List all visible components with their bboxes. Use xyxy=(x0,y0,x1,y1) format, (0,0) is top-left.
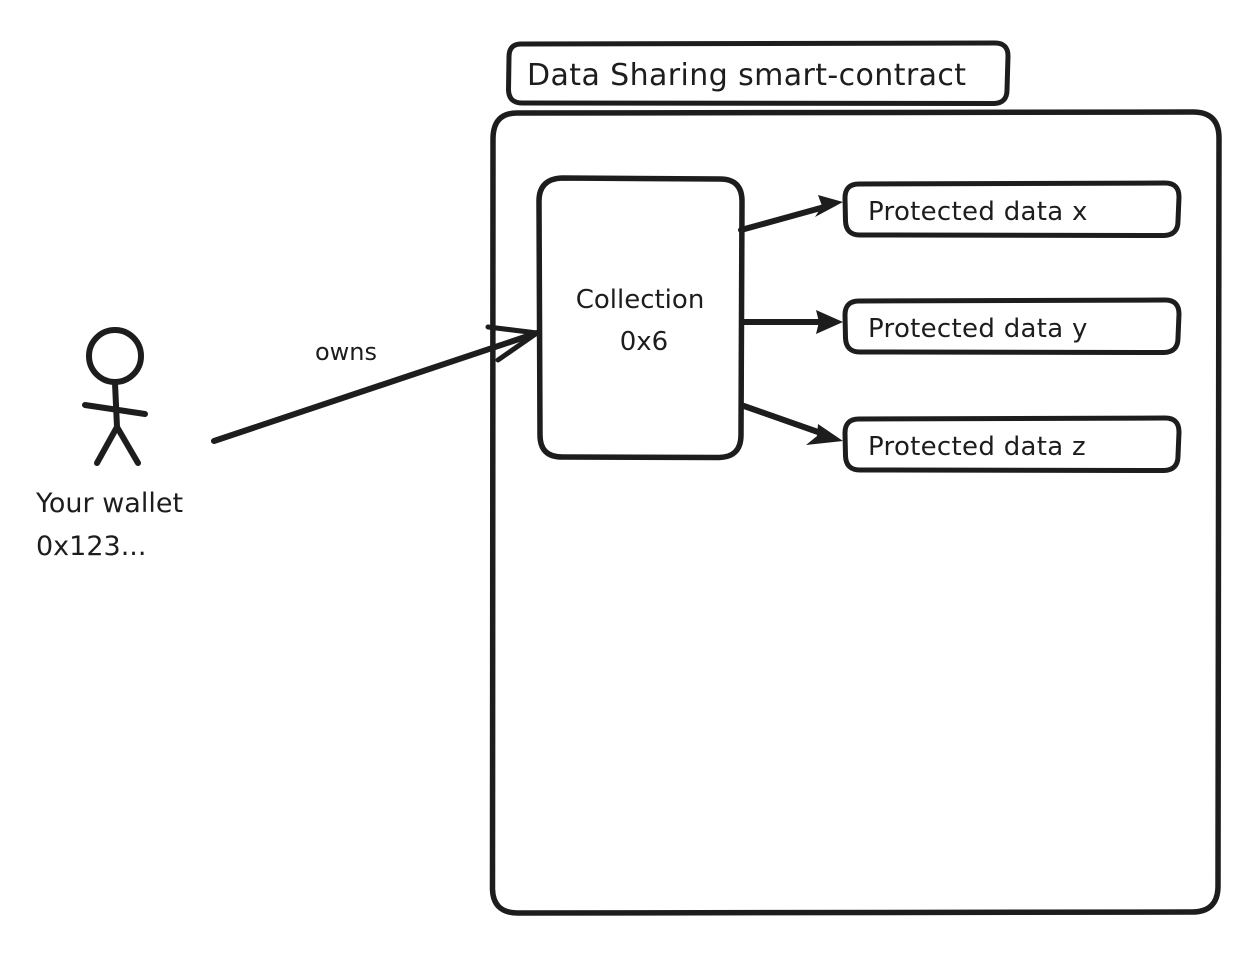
protected-data-label-y: Protected data y xyxy=(868,314,1088,344)
protected-data-box-y[interactable] xyxy=(842,297,1182,355)
protected-data-box-z[interactable] xyxy=(842,415,1182,473)
contract-title-label: Data Sharing smart-contract xyxy=(527,58,966,93)
collection-label-line2: 0x6 xyxy=(620,327,668,357)
protected-data-box-x[interactable] xyxy=(842,180,1182,238)
arrow-collection-to-data-z xyxy=(741,403,843,445)
collection-box[interactable] xyxy=(536,175,745,461)
arrow-collection-to-data-x xyxy=(738,195,843,233)
arrow-wallet-owns-collection xyxy=(211,324,540,444)
protected-data-label-x: Protected data x xyxy=(868,197,1088,227)
owns-relationship-label: owns xyxy=(315,338,377,366)
wallet-label-line1: Your wallet xyxy=(35,488,183,519)
protected-data-label-z: Protected data z xyxy=(868,432,1086,462)
collection-label-line1: Collection xyxy=(576,285,705,315)
arrow-collection-to-data-y xyxy=(739,310,843,334)
wallet-label-line2: 0x123... xyxy=(36,531,146,562)
stick-figure-person-icon xyxy=(82,327,148,466)
contract-title-box[interactable] xyxy=(506,40,1011,106)
contract-container[interactable] xyxy=(489,109,1222,916)
